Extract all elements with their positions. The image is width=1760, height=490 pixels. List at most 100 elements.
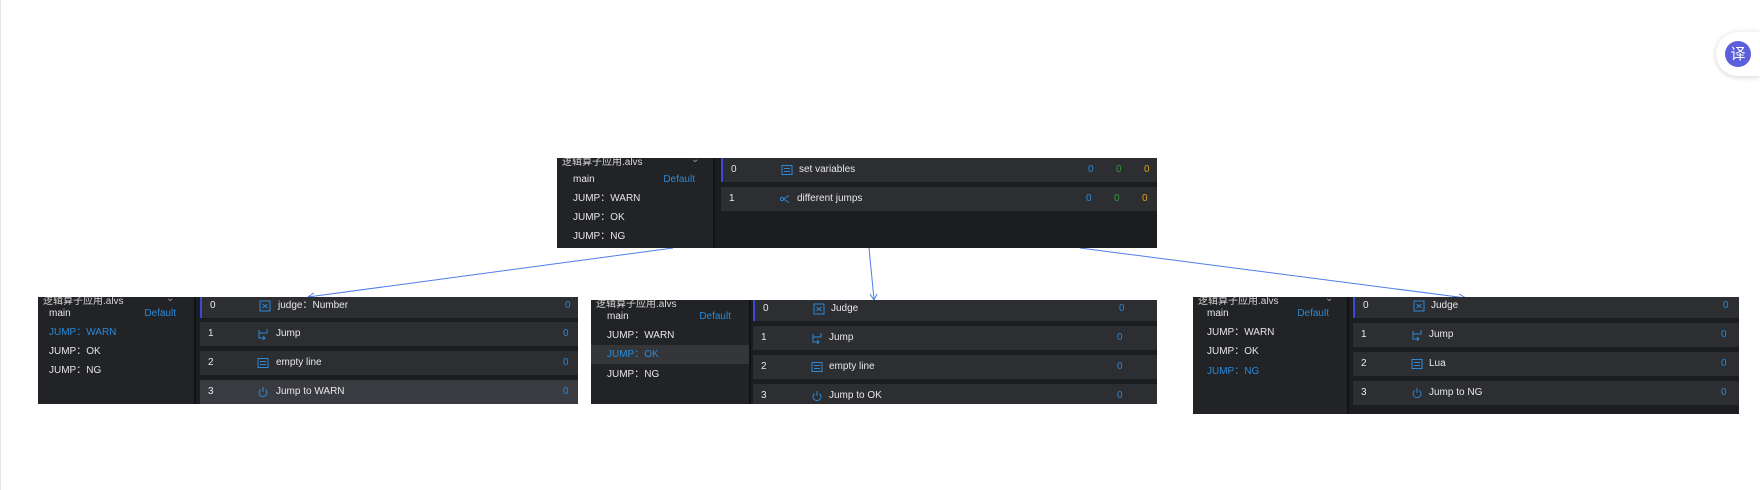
- power-icon: [1412, 388, 1422, 399]
- step-row[interactable]: 1 Jump 0: [200, 322, 578, 346]
- default-tag: Default: [144, 308, 176, 319]
- menu-item-jump-warn[interactable]: JUMP：WARN: [557, 189, 713, 208]
- menu-item-main[interactable]: main Default: [557, 170, 713, 189]
- jump-icon: [1412, 330, 1422, 341]
- step-row[interactable]: 2 empty line 0: [753, 355, 1157, 379]
- power-icon: [812, 391, 822, 402]
- step-index: 1: [729, 193, 735, 204]
- chevron-down-icon[interactable]: ⌄: [1325, 297, 1334, 304]
- step-row[interactable]: 2 empty line 0: [200, 351, 578, 375]
- menu-item-jump-ng[interactable]: JUMP：NG: [557, 227, 713, 246]
- panel-title: 逻辑算子应用.alvs: [43, 297, 124, 307]
- step-count-blue: 0: [563, 386, 569, 397]
- menu-item-label: JUMP：NG: [1207, 366, 1260, 377]
- step-row[interactable]: 0 judge：Number 0: [200, 297, 578, 318]
- step-list: 0 Judge 0 1 Jump 0 2: [751, 300, 1157, 404]
- step-label: Lua: [1429, 358, 1446, 369]
- step-row[interactable]: 2 Lua 0: [1353, 352, 1739, 376]
- menu-item-label: JUMP：WARN: [1207, 327, 1275, 338]
- step-index: 3: [1361, 387, 1367, 398]
- step-count-blue: 0: [1086, 193, 1092, 204]
- step-label: Jump: [829, 332, 854, 343]
- chevron-down-icon[interactable]: ⌄: [166, 297, 175, 304]
- menu-item-jump-ok[interactable]: JUMP：OK: [38, 342, 194, 361]
- power-icon: [258, 387, 268, 398]
- step-index: 0: [763, 303, 769, 314]
- default-tag: Default: [663, 174, 695, 185]
- translate-icon: 译: [1725, 41, 1751, 67]
- step-count-blue: 0: [1117, 332, 1123, 343]
- left-menu: 逻辑算子应用.alvs ⌄ main Default JUMP：WARN JUM…: [557, 158, 713, 248]
- step-count-green: 0: [1116, 164, 1122, 175]
- menu-item-jump-warn[interactable]: JUMP：WARN: [38, 323, 194, 342]
- list-icon: [781, 165, 793, 175]
- menu-item-main[interactable]: main Default: [591, 307, 749, 326]
- step-label: Jump to OK: [829, 390, 882, 401]
- jump-icon: [812, 333, 822, 344]
- step-label: Jump to WARN: [276, 386, 345, 397]
- menu-item-jump-ng[interactable]: JUMP：NG: [38, 361, 194, 380]
- menu-item-main[interactable]: main Default: [1193, 304, 1347, 323]
- step-count-blue: 0: [1721, 329, 1727, 340]
- left-menu: 逻辑算子应用.alvs ⌄ main Default JUMP：WARN JUM…: [38, 297, 194, 404]
- step-count-blue: 0: [1723, 300, 1729, 311]
- step-row[interactable]: 3 Jump to WARN 0: [200, 380, 578, 404]
- page-edge: [0, 0, 1, 490]
- arrow-to-bottom-right: [1079, 247, 1467, 299]
- judge-icon: [259, 300, 271, 312]
- step-count-blue: 0: [1721, 358, 1727, 369]
- step-list: 0 set variables 0 0 0 1 different jumps …: [715, 158, 1157, 248]
- step-count-blue: 0: [1117, 361, 1123, 372]
- panel-title: 逻辑算子应用.alvs: [562, 158, 643, 168]
- menu-item-label: main: [1207, 308, 1229, 319]
- panel-title: 逻辑算子应用.alvs: [596, 300, 677, 310]
- step-index: 1: [761, 332, 767, 343]
- step-label: Judge: [1431, 300, 1459, 311]
- step-count-orange: 0: [1142, 193, 1148, 204]
- menu-item-main[interactable]: main Default: [38, 304, 194, 323]
- step-row[interactable]: 1 Jump 0: [753, 326, 1157, 350]
- step-count-blue: 0: [563, 357, 569, 368]
- menu-item-label: JUMP：OK: [607, 349, 659, 360]
- step-row[interactable]: 1 different jumps 0 0 0: [721, 187, 1157, 211]
- menu-item-jump-ng[interactable]: JUMP：NG: [591, 365, 749, 384]
- chevron-down-icon[interactable]: ⌄: [691, 158, 700, 165]
- menu-item-jump-warn[interactable]: JUMP：WARN: [1193, 323, 1347, 342]
- step-count-blue: 0: [1117, 390, 1123, 401]
- step-row[interactable]: 0 Judge 0: [1353, 297, 1739, 318]
- menu-item-label: JUMP：NG: [49, 365, 102, 376]
- menu-item-label: JUMP：OK: [1207, 346, 1259, 357]
- menu-item-jump-ok[interactable]: JUMP：OK: [557, 208, 713, 227]
- list-icon: [257, 358, 269, 368]
- step-row[interactable]: 0 set variables 0 0 0: [721, 158, 1157, 182]
- left-menu: 逻辑算子应用.alvs ⌄ main Default JUMP：WARN JUM…: [1193, 297, 1347, 414]
- panel-bottom-left: 逻辑算子应用.alvs ⌄ main Default JUMP：WARN JUM…: [38, 297, 578, 404]
- step-count-blue: 0: [1088, 164, 1094, 175]
- panel-bottom-middle: 逻辑算子应用.alvs main Default JUMP：WARN JUMP：…: [591, 300, 1157, 404]
- panel-title: 逻辑算子应用.alvs: [1198, 297, 1279, 307]
- panel-bottom-right: 逻辑算子应用.alvs ⌄ main Default JUMP：WARN JUM…: [1193, 297, 1739, 414]
- step-index: 0: [731, 164, 737, 175]
- menu-item-jump-ok[interactable]: JUMP：OK: [1193, 342, 1347, 361]
- menu-item-label: JUMP：NG: [607, 369, 660, 380]
- translate-button[interactable]: 译: [1716, 32, 1760, 76]
- step-row[interactable]: 3 Jump to OK 0: [753, 384, 1157, 404]
- step-label: Jump: [276, 328, 301, 339]
- step-index: 2: [208, 357, 214, 368]
- step-index: 1: [1361, 329, 1367, 340]
- step-label: empty line: [829, 361, 875, 372]
- step-count-blue: 0: [1119, 303, 1125, 314]
- judge-icon: [813, 303, 825, 315]
- step-label: Judge: [831, 303, 859, 314]
- menu-item-jump-ok[interactable]: JUMP：OK: [591, 345, 749, 364]
- menu-item-jump-ng[interactable]: JUMP：NG: [1193, 362, 1347, 381]
- step-count-blue: 0: [565, 300, 571, 311]
- menu-item-jump-warn[interactable]: JUMP：WARN: [591, 326, 749, 345]
- step-row[interactable]: 1 Jump 0: [1353, 323, 1739, 347]
- branch-icon: [779, 195, 790, 203]
- step-label: empty line: [276, 357, 322, 368]
- step-row[interactable]: 0 Judge 0: [753, 300, 1157, 321]
- step-row[interactable]: 3 Jump to NG 0: [1353, 381, 1739, 405]
- menu-item-label: JUMP：WARN: [573, 193, 641, 204]
- step-index: 2: [1361, 358, 1367, 369]
